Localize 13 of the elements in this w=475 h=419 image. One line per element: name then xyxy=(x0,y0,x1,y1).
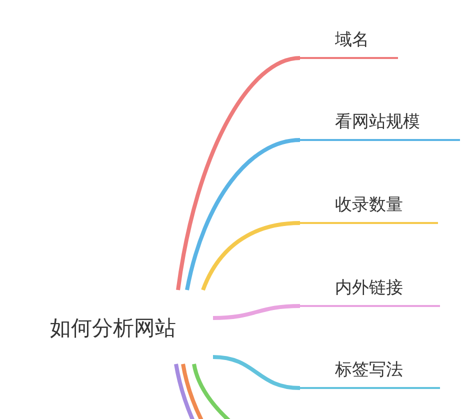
root-topic: 如何分析网站 xyxy=(45,288,215,368)
branch-line xyxy=(201,221,300,291)
branch-line xyxy=(212,304,300,320)
branch-line xyxy=(181,364,206,419)
topic-label: 域名 xyxy=(300,27,398,59)
branch-line xyxy=(176,56,300,290)
branch-line xyxy=(185,138,300,290)
topic-label: 看网站规模 xyxy=(300,109,460,141)
branch-line xyxy=(212,355,300,390)
branch-line xyxy=(174,364,197,419)
topic-label: 标签写法 xyxy=(300,357,440,389)
topic-label: 内外链接 xyxy=(300,275,440,307)
topic-label: 收录数量 xyxy=(300,192,438,224)
